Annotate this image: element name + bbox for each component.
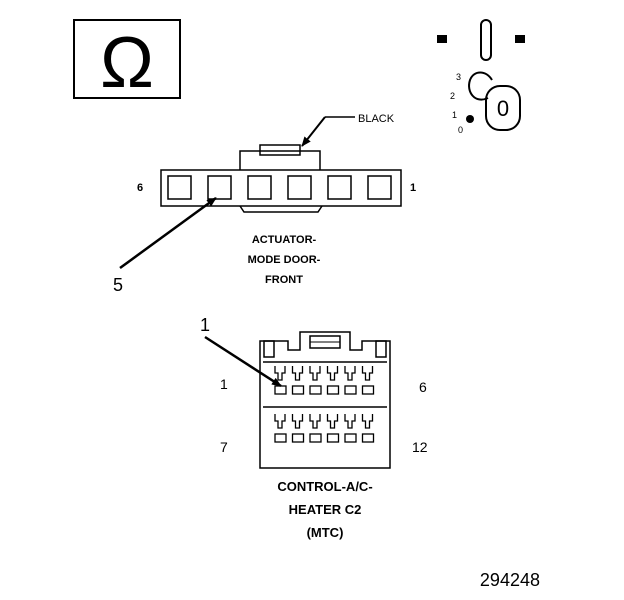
actuator-title-line-2: MODE DOOR- [248,254,321,266]
callout-1-arrow [204,335,282,388]
cavity-6 [167,175,192,200]
actuator-title-line-3: FRONT [265,274,303,286]
cavity-4 [326,366,340,395]
cavity-10 [326,414,340,443]
cavity-5 [344,366,357,395]
actuator-pin-right-label: 1 [410,182,416,194]
ohm-glyph: Ω [100,23,154,103]
cavity-1 [274,366,287,395]
control-title-line-3: (MTC) [307,525,344,540]
actuator-title-line-1: ACTUATOR- [252,234,317,246]
actuator-connector [160,144,402,213]
wire-color-arrow [301,116,326,147]
control-title-line-2: HEATER C2 [289,502,362,517]
cavity-2 [291,366,305,395]
cavity-row-bottom [274,414,375,443]
callout-5-arrow [119,196,217,270]
control-pin-12-label: 12 [412,439,428,455]
ignition-position-1: 1 [452,110,457,120]
callout-5-label: 5 [113,275,123,295]
ohm-symbol-icon: Ω [73,19,181,103]
cavity-3 [287,175,312,200]
cavity-row-top [274,366,375,395]
cavity-4 [247,175,272,200]
cavity-2 [327,175,352,200]
control-pin-1-label: 1 [220,376,228,392]
ignition-position-0: 0 [458,125,463,135]
figure-number: 294248 [480,570,540,590]
ignition-position-3: 3 [456,72,461,82]
cavity-8 [291,414,305,443]
control-pin-6-label: 6 [419,379,427,395]
ignition-position-2: 2 [450,91,455,101]
cavity-9 [309,414,322,443]
cavity-5 [207,175,232,200]
cavity-6 [361,366,375,395]
cavity-1 [367,175,392,200]
key-position-label: 0 [497,96,509,121]
control-connector [259,331,391,469]
actuator-pin-left-label: 6 [137,182,143,194]
control-title-line-1: CONTROL-A/C- [277,479,372,494]
control-pin-7-label: 7 [220,439,228,455]
callout-1-label: 1 [200,315,210,335]
cavity-3 [309,366,322,395]
ignition-key-icon: 0 3 2 1 0 [437,19,525,135]
wire-color-label: BLACK [358,113,395,125]
cavity-7 [274,414,287,443]
cavity-12 [361,414,375,443]
cavity-11 [344,414,357,443]
